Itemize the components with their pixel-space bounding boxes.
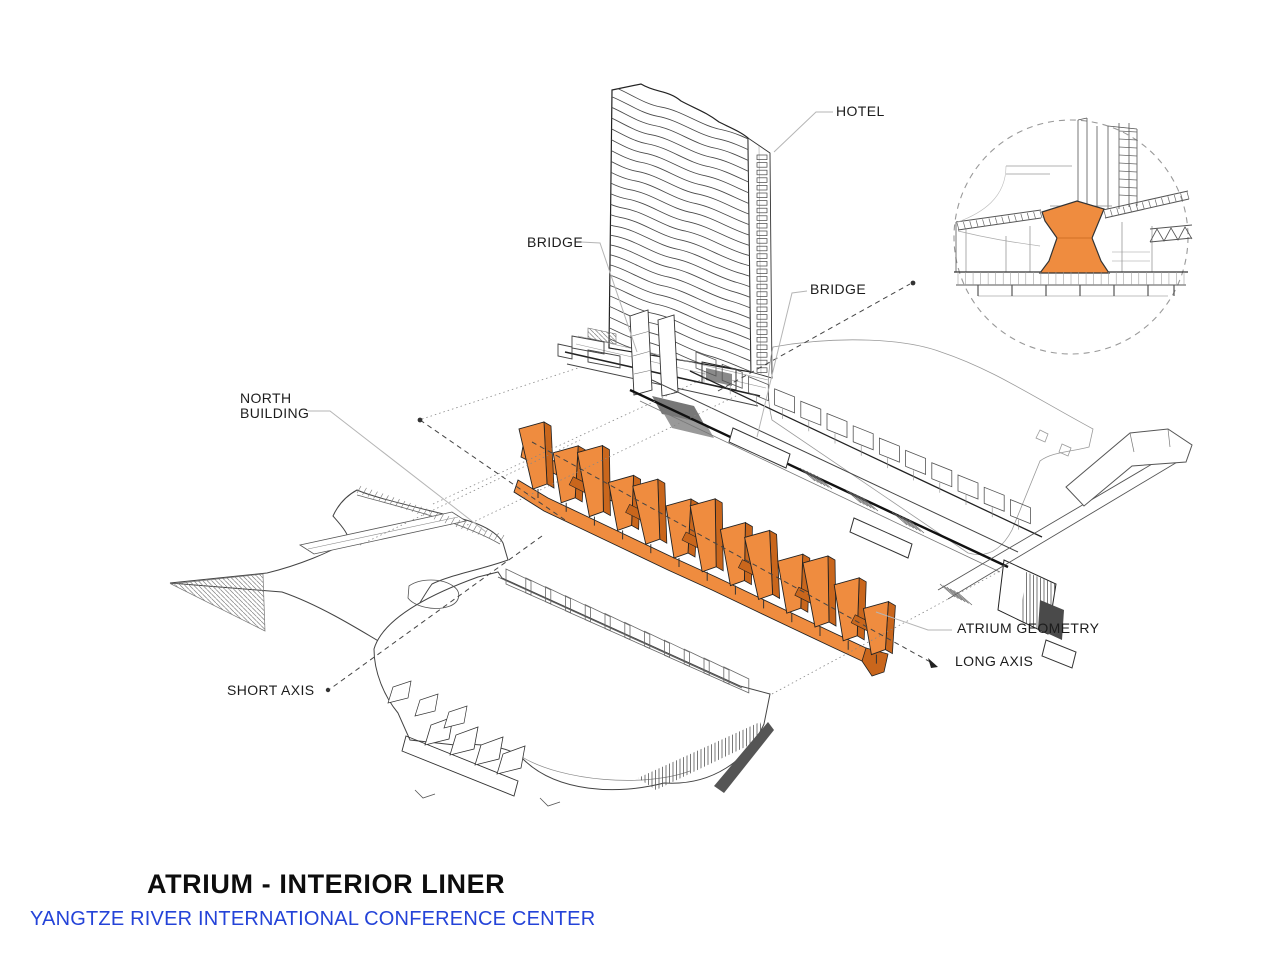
- long-axis-line: [531, 441, 935, 665]
- liner-section-highlight: [1038, 200, 1111, 274]
- ramp: [652, 396, 704, 424]
- label-north-building: NORTH BUILDING: [240, 390, 310, 421]
- label-short-axis: SHORT AXIS: [227, 682, 315, 698]
- section-detail-callout: [953, 117, 1193, 355]
- label-bridge-west: BRIDGE: [527, 234, 584, 250]
- bridge-plate: [849, 517, 913, 559]
- label-long-axis: LONG AXIS: [955, 653, 1034, 669]
- leader-lines: [308, 111, 952, 631]
- scoop-bar: [401, 735, 519, 797]
- roof-tail-plate: [1065, 428, 1193, 507]
- north-building-leader: [308, 410, 487, 533]
- air-scoop: [496, 745, 526, 775]
- podium-structures: [557, 309, 769, 438]
- project-name: YANGTZE RIVER INTERNATIONAL CONFERENCE C…: [30, 908, 596, 930]
- air-scoop: [474, 736, 504, 766]
- detail-circle: [953, 119, 1189, 355]
- air-scoop: [387, 680, 412, 704]
- label-bridge-east: BRIDGE: [810, 281, 867, 297]
- liner-tail: [861, 647, 889, 677]
- north-hatch-wing: [169, 573, 266, 632]
- roof-blob: [407, 579, 460, 609]
- hotel-tower: [608, 83, 773, 379]
- detail-reference-line: [717, 283, 911, 392]
- air-scoop: [449, 726, 479, 756]
- bridge-edge: [629, 388, 1009, 569]
- label-atrium-geometry: ATRIUM GEOMETRY: [957, 620, 1100, 636]
- louver-slope: [638, 722, 766, 790]
- south-building: [373, 568, 774, 807]
- long-axis-arrow: [928, 658, 938, 668]
- drawing-title: ATRIUM - INTERIOR LINER: [147, 869, 506, 899]
- atrium-liner: [513, 421, 896, 677]
- ramp: [664, 414, 714, 438]
- south-roof-outline: [767, 339, 1094, 555]
- label-hotel: HOTEL: [836, 103, 885, 119]
- truss-detail: [1149, 224, 1193, 243]
- bridge-plate: [728, 427, 791, 469]
- bridge-east-leader: [756, 290, 808, 438]
- projection-lines: [325, 280, 1003, 695]
- atrium-geometry-leader: [875, 611, 952, 631]
- air-scoop: [414, 693, 439, 717]
- north-building: [169, 485, 509, 649]
- bridge-west-leader: [580, 241, 638, 353]
- core-fin: [629, 309, 653, 396]
- dark-wedge: [714, 722, 774, 793]
- hotel-leader: [773, 111, 833, 153]
- bridge-structure: [629, 351, 1193, 669]
- short-axis-line: [329, 535, 543, 690]
- air-scoop: [443, 705, 468, 729]
- tower-outline: [608, 83, 752, 373]
